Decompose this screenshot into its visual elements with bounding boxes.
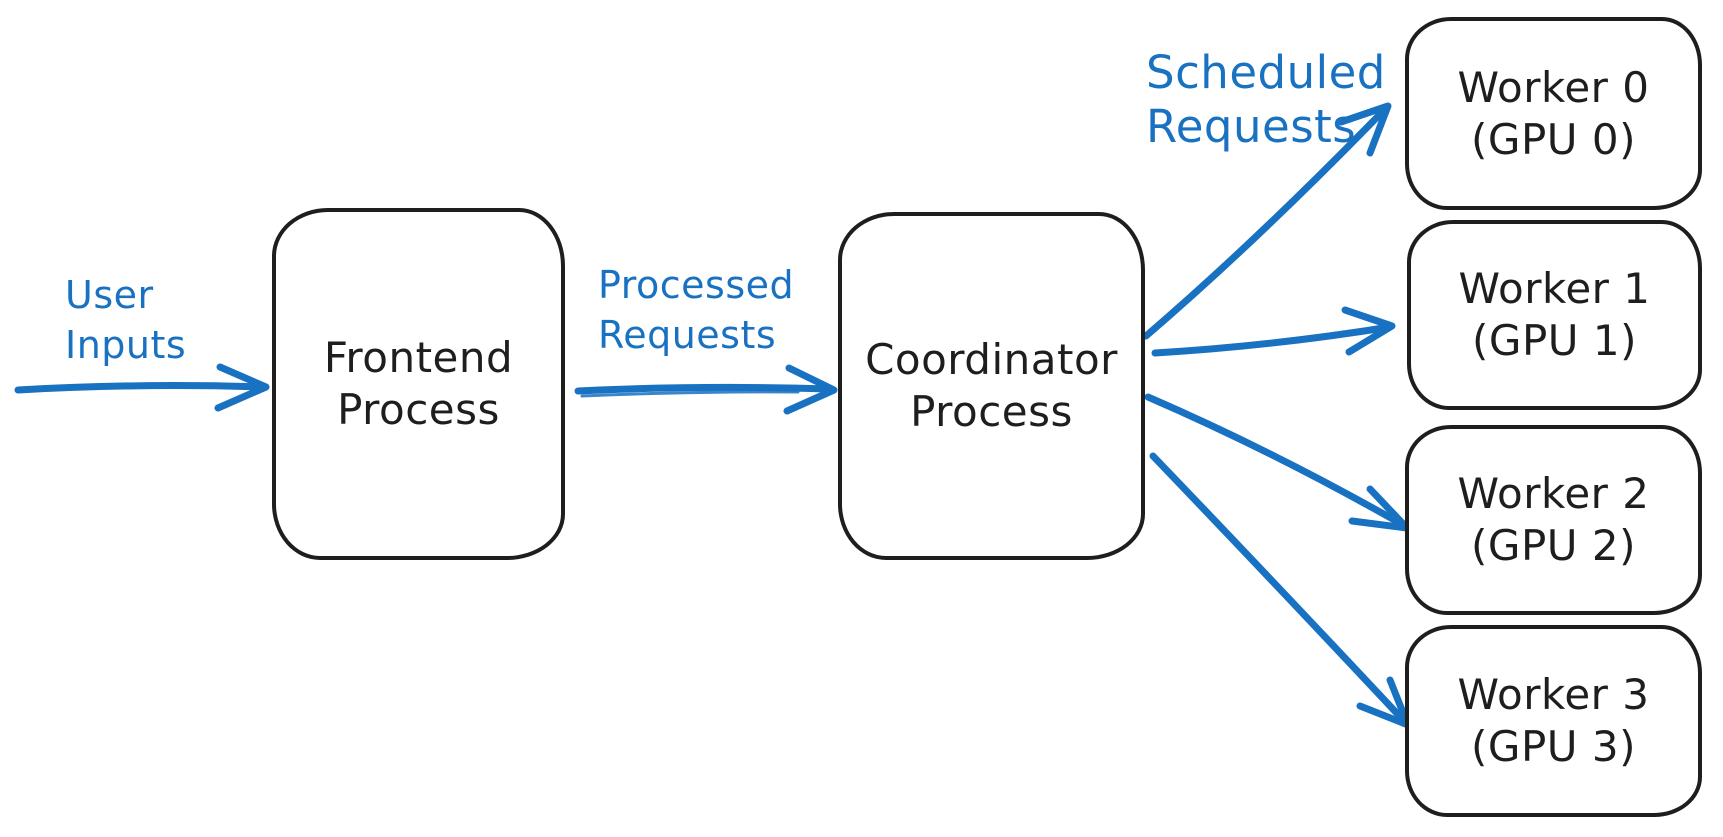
node-worker-2: Worker 2 (GPU 2): [1405, 425, 1702, 615]
label-user-inputs-line1: User: [65, 273, 154, 317]
node-worker-0-line1: Worker 0: [1457, 62, 1650, 112]
node-frontend-process: Frontend Process: [272, 208, 565, 560]
label-scheduled-requests: Scheduled Requests: [1146, 46, 1386, 154]
node-worker-3: Worker 3 (GPU 3): [1405, 625, 1702, 817]
node-worker-1-line1: Worker 1: [1458, 264, 1651, 313]
node-worker-0: Worker 0 (GPU 0): [1405, 17, 1702, 210]
arrow-coordinator-to-worker2: [1144, 393, 1411, 532]
label-processed-requests-line2: Requests: [598, 313, 777, 357]
label-user-inputs: User Inputs: [65, 270, 186, 370]
arrow-coordinator-to-worker3: [1149, 452, 1412, 729]
node-worker-1: Worker 1 (GPU 1): [1407, 220, 1702, 410]
node-worker-0-line2: (GPU 0): [1471, 114, 1636, 164]
node-coordinator-process-line2: Process: [910, 387, 1073, 436]
node-coordinator-process-line1: Coordinator: [865, 335, 1118, 384]
node-worker-3-line2: (GPU 3): [1471, 722, 1636, 771]
node-coordinator-process: Coordinator Process: [838, 212, 1145, 560]
node-frontend-process-line1: Frontend: [323, 333, 514, 382]
arrow-user-to-frontend: [14, 363, 270, 412]
label-scheduled-requests-line2: Requests: [1146, 100, 1357, 153]
label-processed-requests-line1: Processed: [598, 263, 795, 307]
node-worker-1-line2: (GPU 1): [1472, 316, 1637, 365]
node-worker-3-line1: Worker 3: [1457, 670, 1650, 719]
label-scheduled-requests-line1: Scheduled: [1146, 46, 1386, 99]
arrow-frontend-to-coordinator: [574, 364, 838, 415]
label-processed-requests: Processed Requests: [598, 260, 794, 360]
node-worker-2-line1: Worker 2: [1457, 469, 1650, 518]
node-worker-2-line2: (GPU 2): [1471, 521, 1636, 570]
node-frontend-process-line2: Process: [337, 385, 500, 434]
arrow-coordinator-to-worker1: [1151, 306, 1396, 357]
label-user-inputs-line2: Inputs: [65, 323, 187, 367]
arrow-coordinator-to-worker0: [1142, 102, 1392, 340]
